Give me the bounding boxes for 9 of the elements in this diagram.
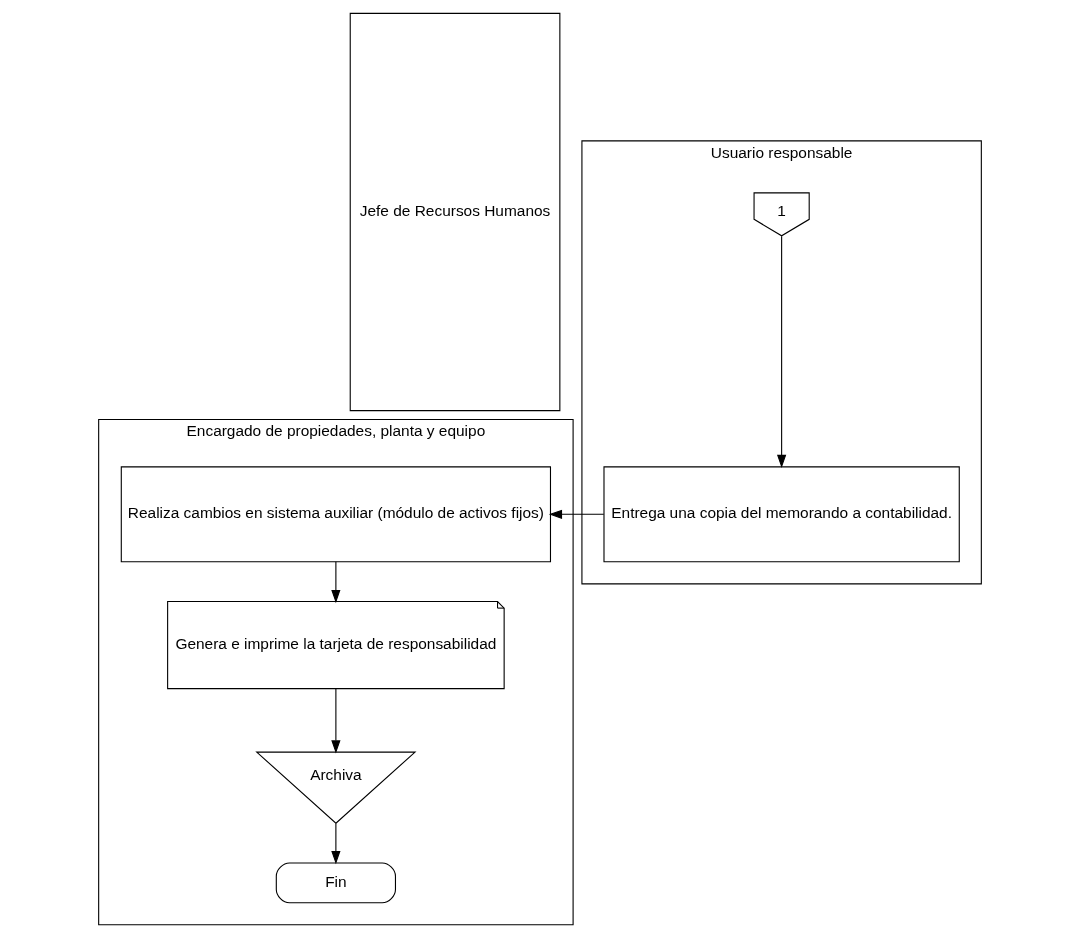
node-box: Realiza cambios en sistema auxiliar (módulo de activos fijos) (120, 465, 551, 562)
node-box: Jefe de Recursos Humanos (349, 12, 560, 411)
arrow (776, 235, 786, 468)
arrow (330, 560, 341, 603)
arrow (330, 822, 341, 864)
node-box: Fin (275, 861, 396, 903)
arrow (548, 509, 604, 519)
arrow (330, 687, 341, 754)
node-box: Entrega una copia del memorando a contabilidad. (602, 465, 960, 562)
